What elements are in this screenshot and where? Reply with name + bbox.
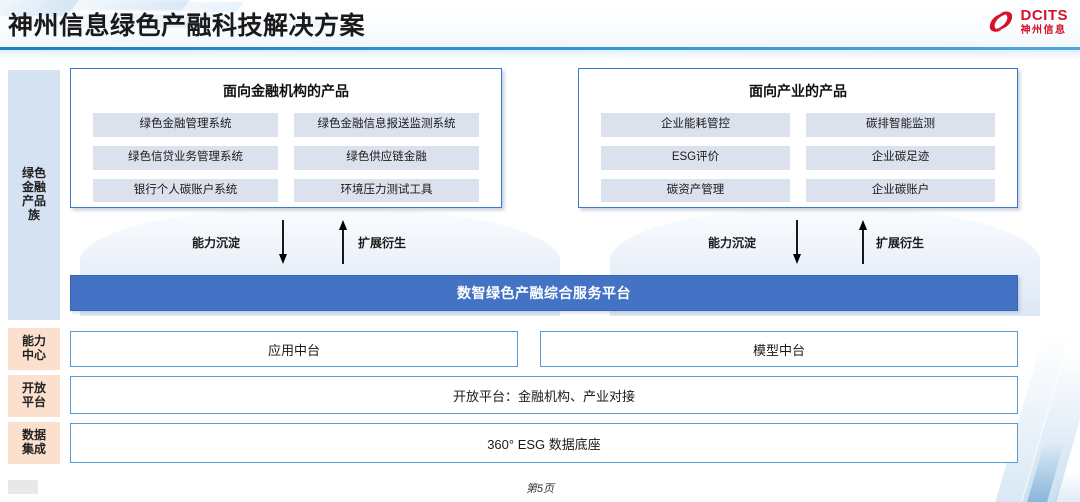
data-base-box[interactable]: 360° ESG 数据底座	[70, 423, 1018, 463]
capability-box-application-midplatform[interactable]: 应用中台	[70, 331, 518, 367]
page-number: 第5页	[525, 483, 555, 495]
product-chip-grid: 企业能耗管控 碳排智能监测 ESG评价 企业碳足迹 碳资产管理 企业碳账户	[579, 101, 1017, 203]
footer-corner-chip	[8, 480, 38, 494]
open-platform-box[interactable]: 开放平台：金融机构、产业对接	[70, 376, 1018, 414]
product-chip[interactable]: ESG评价	[601, 145, 790, 170]
panel-title: 面向金融机构的产品	[223, 83, 349, 99]
flow-group-right: 能力沉淀 扩展衍生	[700, 218, 950, 276]
arrow-up-icon	[339, 220, 347, 264]
product-chip[interactable]: 企业碳账户	[806, 178, 995, 203]
capability-box-label: 模型中台	[752, 342, 805, 358]
product-panel-financial-institutions: 面向金融机构的产品 绿色金融管理系统 绿色金融信息报送监测系统 绿色信贷业务管理…	[70, 68, 502, 208]
product-chip[interactable]: 绿色金融信息报送监测系统	[294, 113, 479, 137]
header-divider-line	[0, 47, 1080, 50]
product-chip[interactable]: 环境压力测试工具	[294, 178, 479, 203]
flow-label-capability-precipitation: 能力沉淀	[192, 236, 241, 250]
product-chip[interactable]: 碳排智能监测	[806, 113, 995, 137]
product-chip[interactable]: 企业能耗管控	[601, 113, 790, 137]
header-divider-glow	[0, 50, 1080, 60]
header-band	[0, 0, 1080, 47]
arrow-down-icon	[279, 220, 287, 264]
platform-bar-label: 数智绿色产融综合服务平台	[457, 285, 631, 301]
sidebar-item-open-platform[interactable]: 开放 平台	[8, 375, 60, 417]
sidebar-item-capability-center[interactable]: 能力 中心	[8, 328, 60, 370]
product-chip[interactable]: 碳资产管理	[601, 178, 790, 203]
product-chip-grid: 绿色金融管理系统 绿色金融信息报送监测系统 绿色信贷业务管理系统 绿色供应链金融…	[71, 101, 501, 203]
logo-text-cn: 神州信息	[1020, 25, 1067, 36]
logo-text-en: DCITS	[1020, 7, 1068, 24]
arrow-down-icon	[793, 220, 801, 264]
sidebar-item-label: 能力 中心	[21, 334, 46, 362]
dcits-logo: DCITS 神州信息	[987, 8, 1069, 36]
product-chip[interactable]: 企业碳足迹	[806, 145, 995, 170]
product-chip[interactable]: 银行个人碳账户系统	[93, 178, 278, 203]
sidebar-item-label: 开放 平台	[21, 381, 46, 409]
flow-label-capability-precipitation: 能力沉淀	[708, 236, 757, 250]
page-title: 神州信息绿色产融科技解决方案	[8, 12, 366, 40]
open-platform-label: 开放平台：金融机构、产业对接	[452, 388, 635, 404]
arrow-up-icon	[859, 220, 867, 264]
capability-box-model-midplatform[interactable]: 模型中台	[540, 331, 1018, 367]
sidebar-item-label: 绿色 金融 产品 族	[21, 166, 46, 222]
flow-label-expansion-derivation: 扩展衍生	[358, 236, 407, 250]
product-chip[interactable]: 绿色金融管理系统	[93, 113, 278, 137]
flow-label-expansion-derivation: 扩展衍生	[876, 236, 925, 250]
data-base-label: 360° ESG 数据底座	[487, 436, 601, 452]
product-chip[interactable]: 绿色信贷业务管理系统	[93, 145, 278, 170]
capability-box-label: 应用中台	[267, 342, 320, 358]
flow-group-left: 能力沉淀 扩展衍生	[180, 218, 430, 276]
logo-wordmark: DCITS 神州信息	[1021, 8, 1069, 36]
product-chip[interactable]: 绿色供应链金融	[294, 145, 479, 170]
sidebar-item-green-finance-products[interactable]: 绿色 金融 产品 族	[8, 70, 60, 320]
sidebar-item-label: 数据 集成	[21, 428, 46, 456]
sidebar-item-data-integration[interactable]: 数据 集成	[8, 422, 60, 464]
platform-bar[interactable]: 数智绿色产融综合服务平台	[70, 275, 1018, 311]
dcits-logo-mark-icon	[989, 11, 1012, 32]
product-panel-industry: 面向产业的产品 企业能耗管控 碳排智能监测 ESG评价 企业碳足迹 碳资产管理 …	[578, 68, 1018, 208]
panel-title: 面向产业的产品	[749, 83, 847, 99]
